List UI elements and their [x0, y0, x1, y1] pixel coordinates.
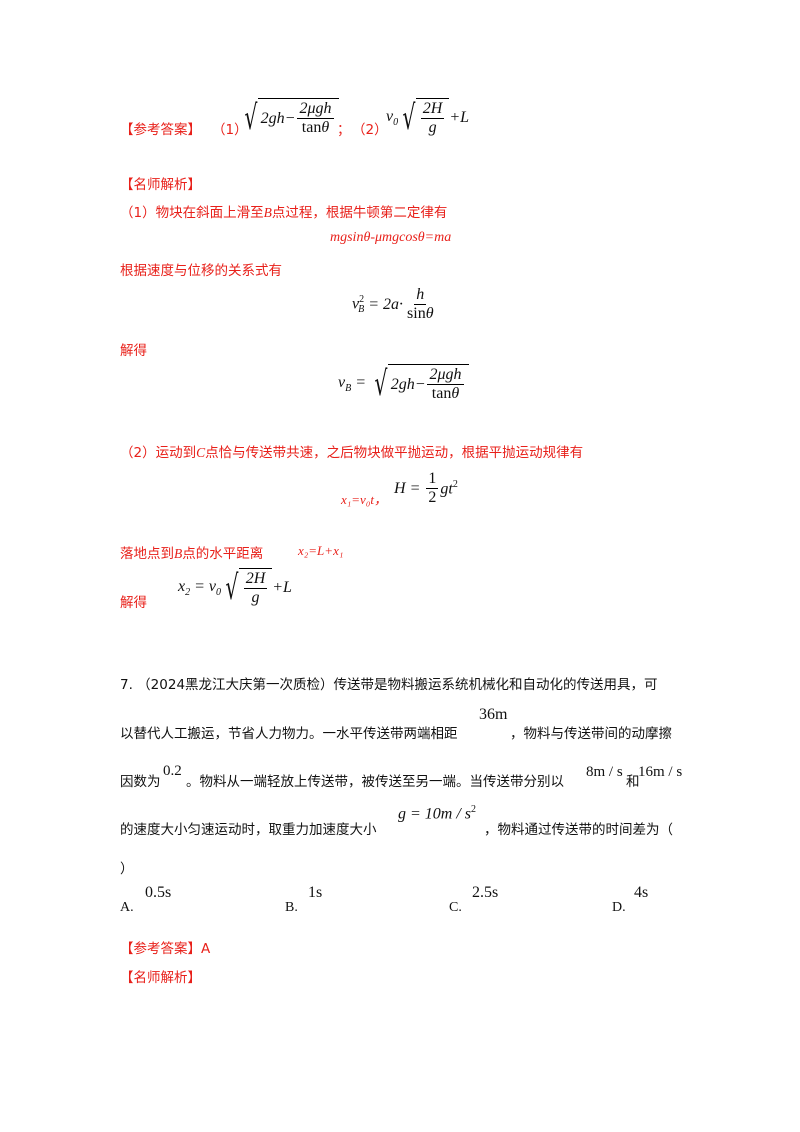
analysis-step-2: 根据速度与位移的关系式有: [120, 263, 282, 279]
question-7-line-1: 7. （2024黑龙江大庆第一次质检）传送带是物料搬运系统机械化和自动化的传送用…: [120, 677, 658, 693]
option-a-letter: A.: [120, 900, 134, 915]
question-7-line-4-end: ，物料通过传送带的时间差为（: [484, 822, 673, 838]
question-gravity: g = 10m / s2: [398, 804, 477, 823]
answer-separator: ；: [337, 122, 351, 138]
option-b-value: 1s: [308, 884, 323, 901]
answer-part2-label: （2）: [352, 122, 388, 138]
option-d-letter: D.: [612, 900, 626, 915]
option-c-value: 2.5s: [472, 884, 499, 901]
analysis-step-3: （2）运动到C点恰与传送带共速，之后物块做平抛运动，根据平抛运动规律有: [120, 445, 584, 461]
question-7-line-5: ）: [120, 861, 134, 877]
question-7-line-2: 以替代人工搬运，节省人力物力。一水平传送带两端相距: [120, 726, 458, 742]
question-7-line-2-end: ，物料与传送带间的动摩擦: [510, 726, 672, 742]
equation-x1: x₁=v₀t，: [341, 492, 387, 507]
option-b-letter: B.: [285, 900, 298, 915]
question-speed-2: 16m / s: [638, 764, 683, 780]
equation-x2-text: x₂=L+x₁: [298, 543, 344, 558]
question-7-line-4: 的速度大小匀速运动时，取重力加速度大小: [120, 822, 377, 838]
answer-label-1: 【参考答案】: [120, 122, 201, 138]
question-distance: 36m: [479, 706, 508, 723]
option-c-letter: C.: [449, 900, 462, 915]
analysis-label-2: 【名师解析】: [120, 970, 201, 986]
analysis-step-1: （1）物块在斜面上滑至B点过程，根据牛顿第二定律有: [120, 205, 448, 221]
answer-label-2: 【参考答案】A: [120, 941, 211, 957]
analysis-step-4: 落地点到B点的水平距离: [120, 546, 264, 562]
equation-newton: mgsinθ-μmgcosθ=ma: [330, 230, 452, 245]
analysis-label-1: 【名师解析】: [120, 177, 201, 193]
answer-part1-label: （1）: [212, 122, 248, 138]
solve-label-2: 解得: [120, 595, 147, 611]
question-and: 和: [626, 774, 640, 790]
option-a-value: 0.5s: [145, 884, 172, 901]
question-speed-1: 8m / s: [586, 764, 623, 780]
solve-label-1: 解得: [120, 343, 147, 359]
question-7-line-3-mid: 。物料从一端轻放上传送带，被传送至另一端。当传送带分别以: [186, 774, 564, 790]
question-7-line-3: 因数为: [120, 774, 161, 790]
question-mu: 0.2: [163, 763, 182, 779]
option-d-value: 4s: [634, 884, 649, 901]
